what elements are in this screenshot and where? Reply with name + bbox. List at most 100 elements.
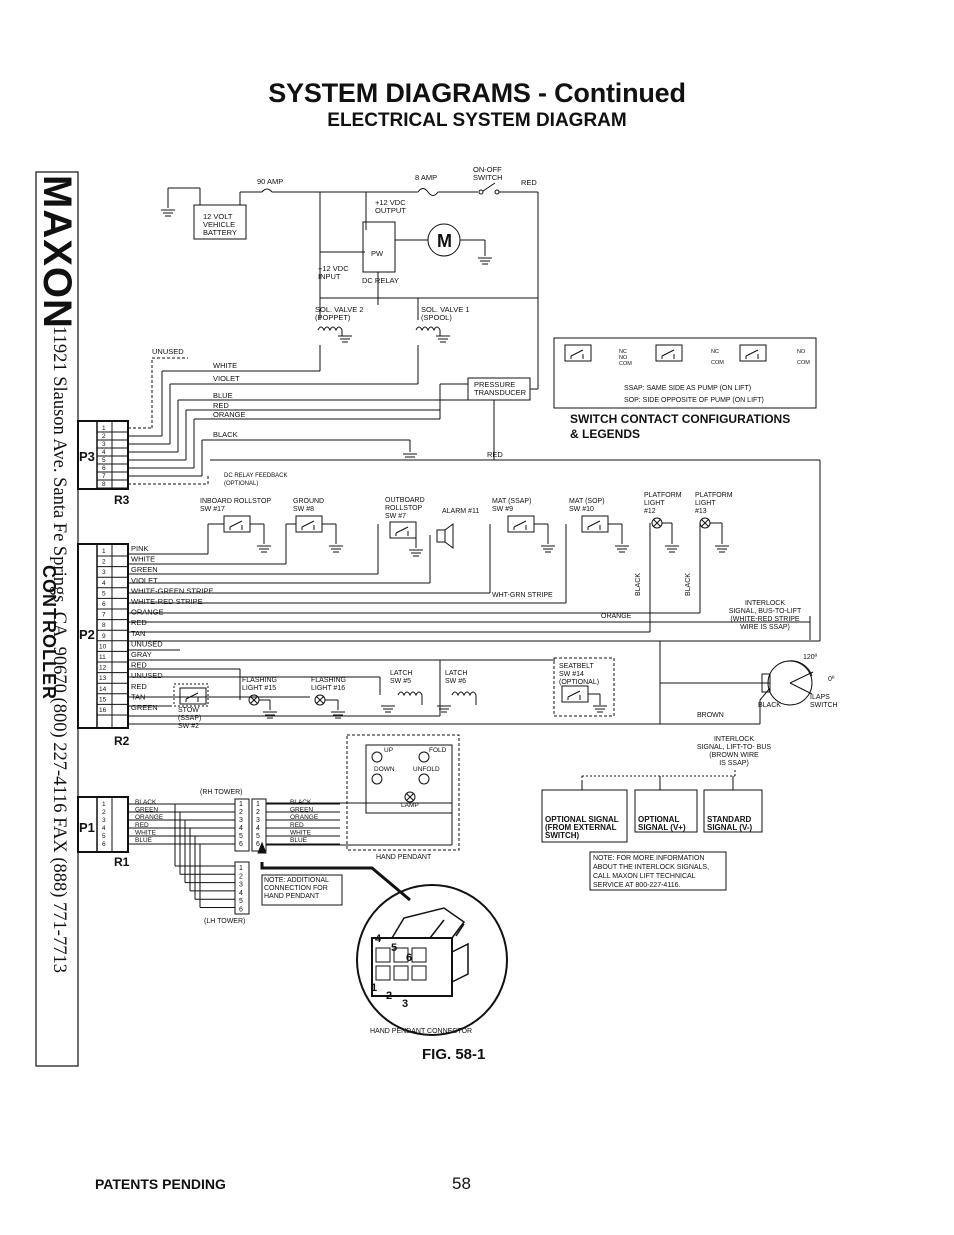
legend-sop: SOP: SIDE OPPOSITE OF PUMP (ON LIFT)	[624, 397, 764, 404]
legend-no-1: NO	[619, 355, 628, 361]
p2-pin-1: 1	[102, 548, 106, 555]
p3-wire-white: WHITE	[213, 361, 237, 370]
controller-label: CONTROLLER	[39, 565, 59, 700]
p2-pin-9: 9	[102, 633, 106, 640]
p2-pin-6: 6	[102, 601, 106, 608]
p1-wire-label: BLACK	[135, 799, 157, 806]
text-line: SWITCH CONTACT CONFIGURATIONS	[570, 412, 790, 426]
brand-strip: MAXON 11921 Slauson Ave. Santa Fe Spring…	[35, 171, 79, 1067]
p2-wiring	[128, 523, 821, 725]
p2-pin-5: 5	[102, 590, 106, 597]
pendant-up: UP	[384, 747, 393, 754]
p2-wire-label: WHITE	[131, 555, 155, 564]
mat-sop-label: MAT (SOP)SW #10	[569, 498, 605, 513]
p2-devices	[173, 515, 814, 719]
p3-pin-4: 4	[102, 449, 106, 456]
text-line: SW #7	[385, 513, 406, 520]
p1-wire-label-right: RED	[290, 822, 304, 829]
p2-pin-16: 16	[99, 707, 107, 714]
text-line: LIGHT	[695, 500, 716, 507]
p3-pin-1: 1	[102, 425, 106, 432]
rh-tower-pin-1: 1	[239, 801, 243, 808]
p2-pin-4: 4	[102, 580, 106, 587]
legend-com-2: COM	[711, 360, 724, 366]
pendant-fold: FOLD	[429, 747, 447, 754]
red-label: RED	[521, 178, 537, 187]
p2-pin-11: 11	[99, 654, 106, 661]
lh-tower-label: (LH TOWER)	[204, 918, 245, 925]
text-line: CALL MAXON LIFT TECHNICAL	[593, 873, 696, 880]
p2-label: P2	[79, 627, 95, 642]
text-line: SERVICE AT 800-227-4116.	[593, 882, 680, 889]
p1-pin-4: 4	[102, 825, 106, 832]
p3-wire-violet: VIOLET	[213, 374, 240, 383]
p2-pin-2: 2	[102, 559, 106, 566]
legend-nc-2: NC	[711, 349, 719, 355]
p2-pin-8: 8	[102, 622, 106, 629]
text-line: SW #10	[569, 506, 594, 513]
p1-wire-label-right: WHITE	[290, 829, 312, 836]
rh-tower-label: (RH TOWER)	[200, 789, 243, 796]
legend-com-1: COM	[619, 361, 632, 367]
legend-nc-1: NC	[619, 349, 627, 355]
text-line: PLATFORM	[644, 492, 682, 499]
p2-wire-label: GRAY	[131, 650, 152, 659]
p1-pin-6: 6	[102, 841, 106, 848]
angle-0-label: 0º	[828, 676, 835, 683]
p2-wire-label: UNUSED	[131, 639, 163, 648]
text-line: SW #2	[178, 723, 199, 730]
p1-wire-label: GREEN	[135, 807, 158, 814]
text-line: LIGHT	[644, 500, 665, 507]
legend-no-3: NO	[797, 349, 806, 355]
figure-label: FIG. 58-1	[422, 1046, 485, 1063]
lh-tower-pin-3: 3	[239, 882, 243, 889]
p1-wire-label-right: GREEN	[290, 807, 313, 814]
text-line: INPUT	[318, 272, 341, 281]
pw-label: PW	[371, 249, 384, 258]
stow-label: STOW(SSAP)SW #2	[178, 707, 201, 730]
p1-wire-label-right: BLUE	[290, 837, 308, 844]
text-line: (SPOOL)	[421, 313, 452, 322]
p3-pin-6: 6	[102, 465, 106, 472]
text-line: OPTIONAL	[638, 815, 679, 824]
text-line: WIRE IS SSAP)	[740, 624, 790, 631]
p2-pin-7: 7	[102, 612, 106, 619]
text-line: SW #5	[390, 678, 411, 685]
power-section	[160, 182, 539, 343]
power-labels: 90 AMP 8 AMP RED M PW DC RELAY	[257, 173, 537, 285]
p3-wire-blue: BLUE	[213, 391, 233, 400]
p1-pin-5: 5	[102, 833, 106, 840]
alarm-label: ALARM #11	[442, 508, 479, 515]
text-line: TRANSDUCER	[474, 388, 527, 397]
p3-wire-red: RED	[213, 401, 229, 410]
p3-red-line: RED	[487, 450, 503, 459]
text-line: FLASHING	[242, 677, 277, 684]
p1-wire-label: WHITE	[135, 829, 157, 836]
text-line: SW #6	[445, 678, 466, 685]
text-line: LIGHT #16	[311, 685, 345, 692]
text-line: +12 VDC	[318, 264, 349, 273]
rh-tower-pin-3: 3	[239, 817, 243, 824]
p3-pin-7: 7	[102, 473, 106, 480]
black-vert-2: BLACK	[685, 573, 692, 596]
p1-wiring	[128, 734, 508, 1036]
fuse-90-label: 90 AMP	[257, 177, 283, 186]
p2-wire-label: RED	[131, 618, 147, 627]
